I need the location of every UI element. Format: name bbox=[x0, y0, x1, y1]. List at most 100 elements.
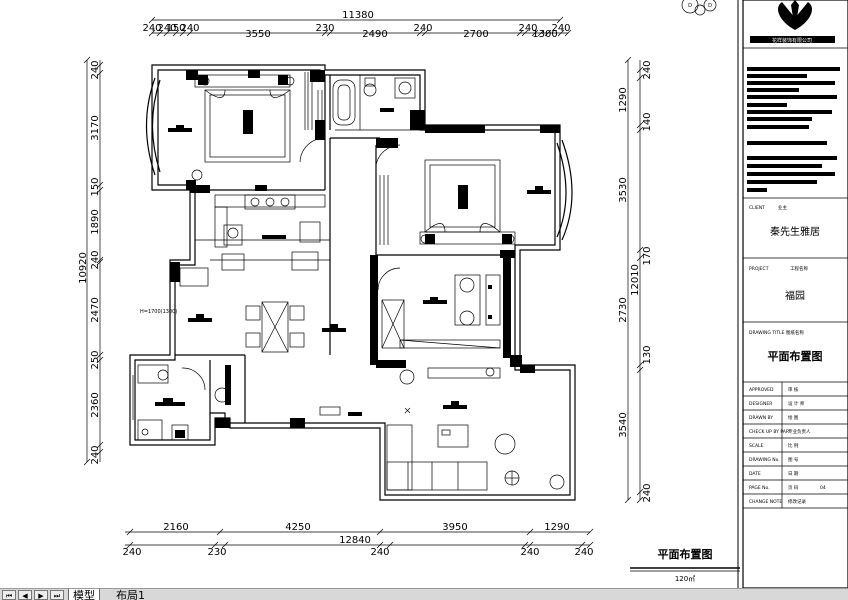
dimension-tick bbox=[376, 541, 384, 549]
dimension-tick bbox=[172, 29, 180, 37]
dimension-tick bbox=[556, 16, 564, 24]
dimension-tick bbox=[521, 541, 529, 549]
title-block-row-cn: 绘 图 bbox=[788, 414, 799, 421]
guest-bathroom bbox=[129, 364, 230, 441]
bottom-dim-2: 4250 bbox=[285, 522, 310, 533]
dimension-tick bbox=[163, 29, 171, 37]
dimension-tick bbox=[624, 56, 632, 64]
dimension-tick bbox=[636, 496, 644, 504]
bottom-small-3: 240 bbox=[370, 547, 389, 558]
title-block-row-cn: 页 码 bbox=[788, 484, 799, 491]
title-block-row-en: APPROVED bbox=[749, 387, 774, 393]
plan-caption: 平面布置图 120㎡ bbox=[630, 547, 740, 583]
left-dim-1: 240 bbox=[90, 60, 101, 79]
dimension-tick bbox=[531, 29, 539, 37]
title-block-row-val: 04 bbox=[820, 485, 826, 491]
left-dim-5: 240 bbox=[90, 250, 101, 269]
left-total-dimension: 10920 bbox=[78, 252, 89, 284]
top-dim-12: 240 bbox=[551, 23, 570, 34]
title-block-row-cn: 图 号 bbox=[788, 457, 799, 463]
project-label: PROJECT bbox=[749, 266, 769, 272]
dimension-tick bbox=[421, 29, 429, 37]
right-dim-9: 240 bbox=[642, 483, 653, 502]
top-dim-10: 240 bbox=[518, 23, 537, 34]
dimension-tick bbox=[636, 74, 644, 82]
right-dim-3: 140 bbox=[642, 112, 653, 131]
bottom-small-2: 230 bbox=[207, 547, 226, 558]
dimension-tick bbox=[624, 496, 632, 504]
svg-text:D: D bbox=[688, 3, 692, 9]
right-dim-7: 130 bbox=[642, 345, 653, 364]
dimension-tick bbox=[636, 488, 644, 496]
top-dim-8: 240 bbox=[413, 23, 432, 34]
dimension-tick bbox=[83, 56, 91, 64]
dimension-tick bbox=[83, 458, 91, 466]
dimension-tick bbox=[156, 29, 164, 37]
dimension-tick bbox=[326, 29, 334, 37]
dimension-tick bbox=[636, 366, 644, 374]
kitchen-counter-note: H=1700(1300) bbox=[140, 309, 177, 315]
drawing-title-label: DRAWING TITLE 图纸名称 bbox=[749, 329, 804, 336]
last-tab-button[interactable]: ⏭ bbox=[50, 590, 64, 600]
drawing-title: 平面布置图 bbox=[768, 349, 823, 363]
master-bathroom bbox=[317, 77, 416, 126]
top-dim-1: 240 bbox=[142, 23, 161, 34]
dimension-tick bbox=[557, 29, 565, 37]
top-dim-6: 230 bbox=[315, 23, 334, 34]
dimension-tick bbox=[516, 29, 524, 37]
dimension-tick bbox=[179, 29, 187, 37]
dimension-tick bbox=[564, 29, 572, 37]
project-name: 福园 bbox=[785, 289, 805, 302]
bottom-dim-3: 3950 bbox=[442, 522, 467, 533]
project-label-cn: 工程名称 bbox=[790, 265, 808, 272]
kitchen: H=1700(1300) bbox=[140, 194, 326, 315]
right-dim-6: 2730 bbox=[618, 297, 629, 322]
title-block: 花样装饰有限公司 CLIENT 业主 秦先生雅居 PROJECT 工程名称 bbox=[737, 0, 848, 589]
dimension-tick bbox=[636, 246, 644, 254]
top-dim-5: 3550 bbox=[245, 29, 270, 40]
left-dim-8: 2360 bbox=[90, 392, 101, 417]
bottom-total-dimension: 12840 bbox=[339, 535, 371, 546]
left-dim-6: 2470 bbox=[90, 297, 101, 322]
right-dim-4: 3530 bbox=[618, 177, 629, 202]
dimension-tick bbox=[386, 541, 394, 549]
title-block-row-en: DATE bbox=[749, 471, 761, 477]
top-dim-4: 240 bbox=[180, 23, 199, 34]
bottom-small-5: 240 bbox=[574, 547, 593, 558]
dimension-tick bbox=[586, 528, 594, 536]
dimension-tick bbox=[126, 541, 134, 549]
first-tab-button[interactable]: ⏮ bbox=[2, 590, 16, 600]
title-block-row-en: DRAWN BY bbox=[749, 415, 773, 421]
dimension-tick bbox=[526, 528, 534, 536]
study-room bbox=[377, 267, 501, 349]
layout-tab-bar: ⏮ ◀ ▶ ⏭ 模型 布局1 bbox=[0, 588, 848, 600]
title-block-row-en: CHANGE NOTE bbox=[749, 499, 782, 505]
dimension-tick bbox=[321, 29, 329, 37]
tab-layout1[interactable]: 布局1 bbox=[116, 589, 145, 600]
left-dim-3: 150 bbox=[90, 177, 101, 196]
dimension-tick bbox=[96, 256, 104, 264]
title-block-row-cn: 比 例 bbox=[788, 442, 799, 449]
title-block-row-cn: 审 核 bbox=[788, 386, 799, 393]
company-name: 花样装饰有限公司 bbox=[772, 37, 812, 44]
prev-tab-button[interactable]: ◀ bbox=[18, 590, 32, 600]
bottom-dimension-lines: 2160 4250 3950 1290 12840 240 230 240 24… bbox=[122, 522, 593, 558]
left-dim-2: 3170 bbox=[90, 115, 101, 140]
dimension-tick bbox=[211, 541, 219, 549]
dimension-tick bbox=[96, 69, 104, 77]
dimension-tick bbox=[537, 29, 545, 37]
client-name: 秦先生雅居 bbox=[770, 225, 820, 238]
plan-caption-title: 平面布置图 bbox=[658, 547, 713, 561]
next-tab-button[interactable]: ▶ bbox=[34, 590, 48, 600]
dimension-tick bbox=[96, 356, 104, 364]
plan-area: 120㎡ bbox=[675, 575, 695, 583]
top-dim-11: 1300 bbox=[532, 29, 557, 40]
dimension-tick bbox=[126, 528, 134, 536]
dimension-tick bbox=[636, 361, 644, 369]
svg-text:D: D bbox=[708, 3, 712, 9]
tab-model[interactable]: 模型 bbox=[68, 589, 100, 600]
dimension-tick bbox=[221, 541, 229, 549]
left-dim-7: 250 bbox=[90, 350, 101, 369]
